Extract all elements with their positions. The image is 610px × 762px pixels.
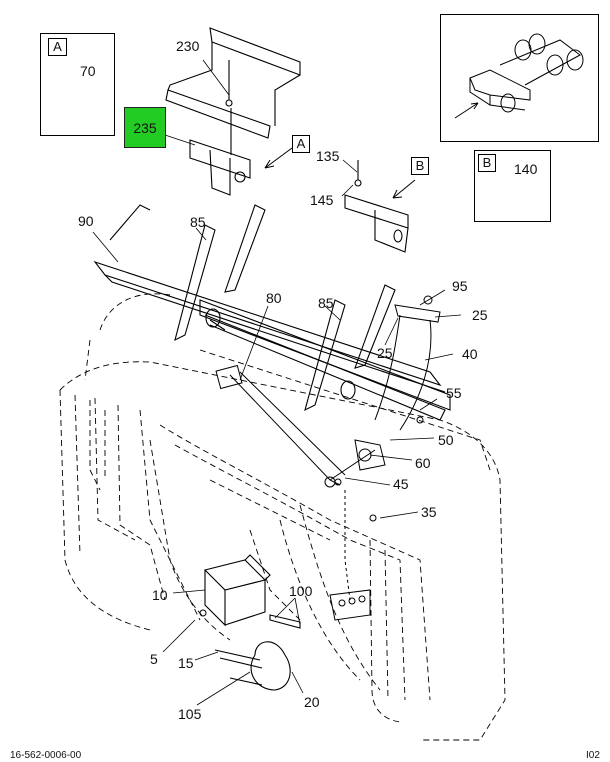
callout-15[interactable]: 15 (178, 655, 194, 671)
callout-35[interactable]: 35 (421, 504, 437, 520)
callout-40[interactable]: 40 (462, 346, 478, 362)
inset-b-label: B (478, 154, 496, 172)
callout-50[interactable]: 50 (438, 432, 454, 448)
callout-100[interactable]: 100 (289, 583, 313, 599)
mounting-bracket-top (165, 27, 301, 196)
callout-85-left[interactable]: 85 (190, 214, 206, 230)
callout-70[interactable]: 70 (80, 63, 96, 79)
wiper-arm-right (304, 284, 396, 412)
view-b-arrow-label: B (411, 157, 429, 175)
callout-85-right[interactable]: 85 (318, 295, 334, 311)
callout-90[interactable]: 90 (78, 213, 94, 229)
callout-80[interactable]: 80 (266, 290, 282, 306)
drawing-number: 16-562-0006-00 (10, 750, 82, 761)
callout-95[interactable]: 95 (452, 278, 468, 294)
callout-60[interactable]: 60 (415, 455, 431, 471)
page-code: I02 (586, 750, 600, 761)
view-arrows (264, 147, 416, 199)
truck-thumbnail (454, 33, 584, 119)
callout-25-right[interactable]: 25 (472, 307, 488, 323)
callout-135[interactable]: 135 (316, 148, 340, 164)
relay-module (203, 554, 271, 627)
view-a-arrow-label: A (292, 135, 310, 153)
screws (199, 416, 424, 617)
wiper-rail (93, 204, 446, 393)
callout-55[interactable]: 55 (446, 385, 462, 401)
callout-5[interactable]: 5 (150, 651, 158, 667)
hose-clamp (214, 614, 301, 691)
callout-20[interactable]: 20 (304, 694, 320, 710)
inset-a-label: A (48, 38, 67, 56)
callout-145[interactable]: 145 (310, 192, 334, 208)
washer-hose (374, 295, 441, 431)
callout-10[interactable]: 10 (152, 587, 168, 603)
washer-line (344, 490, 351, 601)
wiper-arm-left (174, 204, 266, 342)
connector-block (329, 589, 371, 621)
callout-230[interactable]: 230 (176, 38, 200, 54)
truck-thumbnail-box (440, 14, 599, 142)
callout-105[interactable]: 105 (178, 706, 202, 722)
mounting-bracket-b (344, 160, 409, 253)
cab-outline (59, 293, 506, 741)
callout-140[interactable]: 140 (514, 161, 538, 177)
leader-lines (92, 59, 462, 706)
callout-45[interactable]: 45 (393, 476, 409, 492)
drive-linkage (215, 364, 386, 488)
callout-235-highlight[interactable]: 235 (124, 107, 166, 148)
callout-25-left[interactable]: 25 (377, 345, 393, 361)
